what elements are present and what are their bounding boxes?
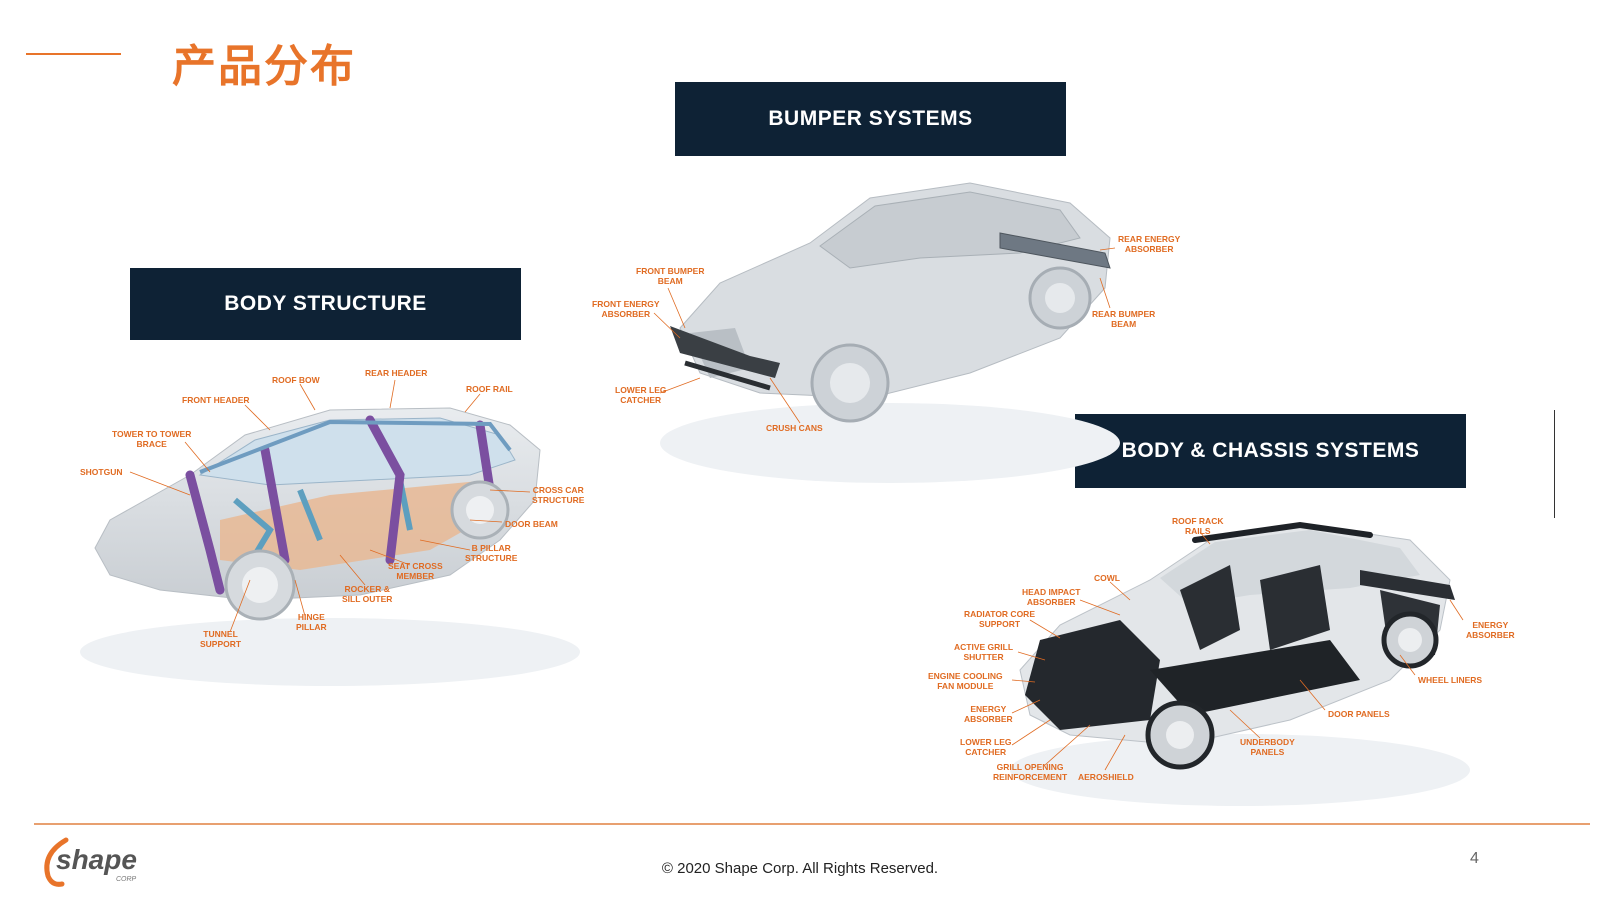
shape-corp-logo: shape CORP xyxy=(36,832,156,892)
label-roof-rack-rails: ROOF RACK RAILS xyxy=(1172,516,1224,536)
label-door-beam: DOOR BEAM xyxy=(505,519,558,529)
label-aeroshield: AEROSHIELD xyxy=(1078,772,1134,782)
label-b-pillar: B PILLAR STRUCTURE xyxy=(465,543,518,563)
label-cross-car-structure: CROSS CAR STRUCTURE xyxy=(532,485,585,505)
label-wheel-liners: WHEEL LINERS xyxy=(1418,675,1483,685)
label-lower-leg-catcher: LOWER LEG CATCHER xyxy=(615,385,667,405)
label-rear-header: REAR HEADER xyxy=(365,368,428,378)
label-roof-bow: ROOF BOW xyxy=(272,375,320,385)
label-tower-brace: TOWER TO TOWER BRACE xyxy=(112,429,192,449)
label-roof-rail: ROOF RAIL xyxy=(466,384,513,394)
label-rocker-sill: ROCKER & SILL OUTER xyxy=(342,584,393,604)
label-front-energy-absorber: FRONT ENERGY ABSORBER xyxy=(592,299,660,319)
label-rear-bumper-beam: REAR BUMPER BEAM xyxy=(1092,309,1156,329)
label-hinge-pillar: HINGE PILLAR xyxy=(296,612,327,632)
label-engine-cooling-fan: ENGINE COOLING FAN MODULE xyxy=(928,671,1003,691)
slide-divider-line xyxy=(1554,410,1555,518)
body-chassis-heading: BODY & CHASSIS SYSTEMS xyxy=(1075,414,1466,488)
label-rear-energy-absorber: REAR ENERGY ABSORBER xyxy=(1118,234,1181,254)
logo-subtext: CORP xyxy=(116,876,137,883)
label-radiator-core-support: RADIATOR CORE SUPPORT xyxy=(964,609,1035,629)
page-number: 4 xyxy=(1470,850,1479,867)
label-active-grill-shutter: ACTIVE GRILL SHUTTER xyxy=(954,642,1014,662)
body-structure-car-illustration xyxy=(80,379,580,686)
bumper-systems-car-illustration xyxy=(653,182,1120,483)
label-lower-leg-catcher-2: LOWER LEG CATCHER xyxy=(960,737,1012,757)
label-underbody-panels: UNDERBODY PANELS xyxy=(1240,737,1295,757)
copyright-text: © 2020 Shape Corp. All Rights Reserved. xyxy=(661,860,939,877)
label-seat-cross-member: SEAT CROSS MEMBER xyxy=(388,561,443,581)
label-energy-absorber-front: ENERGY ABSORBER xyxy=(964,704,1013,724)
label-grill-opening-reinforcement: GRILL OPENING REINFORCEMENT xyxy=(993,762,1068,782)
body-chassis-car-illustration xyxy=(1010,521,1470,806)
label-tunnel-support: TUNNEL SUPPORT xyxy=(200,629,242,649)
label-front-bumper-beam: FRONT BUMPER BEAM xyxy=(636,266,705,286)
label-head-impact-absorber: HEAD IMPACT ABSORBER xyxy=(1022,587,1081,607)
shape-logo-icon xyxy=(44,837,69,887)
page-title: 产品分布 xyxy=(172,41,356,92)
body-structure-heading: BODY STRUCTURE xyxy=(130,268,521,340)
footer-divider xyxy=(34,823,1590,825)
label-shotgun: SHOTGUN xyxy=(80,467,123,477)
label-energy-absorber-rear: ENERGY ABSORBER xyxy=(1466,620,1515,640)
logo-text: shape xyxy=(56,844,137,875)
label-door-panels: DOOR PANELS xyxy=(1328,709,1390,719)
label-crush-cans: CRUSH CANS xyxy=(766,423,823,433)
bumper-systems-heading: BUMPER SYSTEMS xyxy=(675,82,1066,156)
label-cowl: COWL xyxy=(1094,573,1120,583)
title-accent-line xyxy=(26,53,121,55)
label-front-header: FRONT HEADER xyxy=(182,395,250,405)
